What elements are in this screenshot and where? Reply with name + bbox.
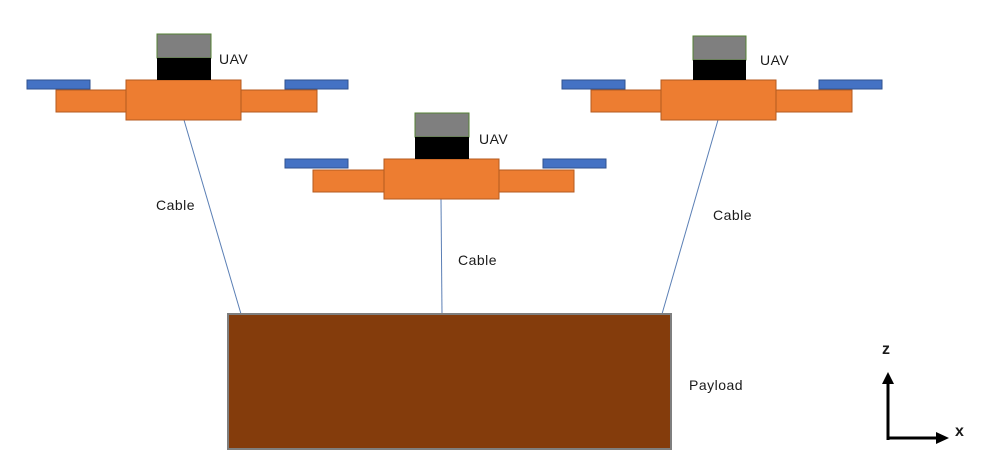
uav-right-sensor-base xyxy=(693,60,746,80)
uav-middle-arm-right xyxy=(498,169,575,193)
cable-middle-label: Cable xyxy=(458,252,498,268)
uav-middle-rotor-left xyxy=(284,158,349,169)
uav-left-rotor-right xyxy=(284,79,349,90)
z-axis-arrowhead xyxy=(882,372,894,384)
z-axis-label: z xyxy=(882,341,890,358)
payload-label: Payload xyxy=(689,377,744,393)
uav-middle-sensor-top xyxy=(414,112,470,138)
uav-left-arm-left xyxy=(55,89,128,113)
uav-left-sensor-base xyxy=(157,58,211,80)
cable-right xyxy=(661,119,719,315)
uav-left xyxy=(26,33,349,121)
uav-left-rotor-left xyxy=(26,79,91,90)
uav-middle-body xyxy=(383,158,500,200)
uav-left-label: UAV xyxy=(219,51,249,67)
uav-right xyxy=(561,35,883,121)
cable-left-label: Cable xyxy=(156,197,196,213)
cable-left xyxy=(183,119,242,315)
x-axis-arrowhead xyxy=(936,432,949,444)
uav-left-sensor-top xyxy=(156,33,212,59)
uav-middle-rotor-right xyxy=(542,158,607,169)
uav-left-arm-right xyxy=(239,89,318,113)
uav-right-arm-right xyxy=(775,89,853,113)
uav-right-rotor-left xyxy=(561,79,626,90)
uav-middle-label: UAV xyxy=(479,131,509,147)
axes xyxy=(882,372,949,444)
uav-right-rotor-right xyxy=(818,79,883,90)
uav-middle-arm-left xyxy=(312,169,385,193)
uav-right-arm-left xyxy=(590,89,663,113)
x-axis-label: x xyxy=(955,423,964,440)
cable-right-label: Cable xyxy=(713,207,753,223)
payload-box xyxy=(227,313,672,450)
uav-right-sensor-top xyxy=(692,35,747,61)
uav-right-body xyxy=(660,79,777,121)
uav-middle xyxy=(284,112,607,200)
cable-middle xyxy=(440,198,443,315)
uav-left-body xyxy=(125,79,242,121)
uav-middle-sensor-base xyxy=(415,137,469,159)
uav-right-label: UAV xyxy=(760,52,790,68)
